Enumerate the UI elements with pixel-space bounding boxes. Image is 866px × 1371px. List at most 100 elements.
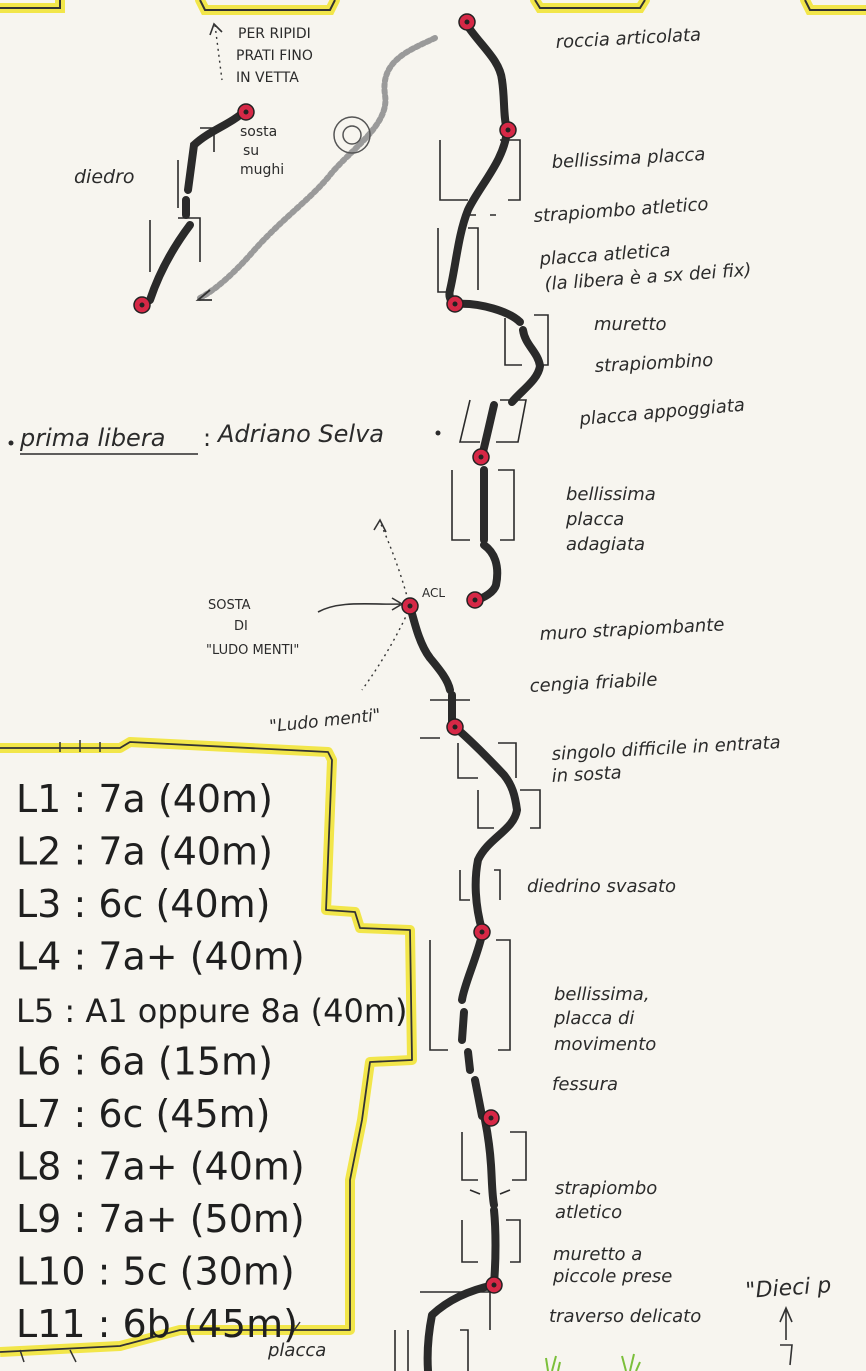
feature-label: traverso delicato xyxy=(549,1306,701,1327)
prima-libera-colon: : xyxy=(203,424,211,452)
prima-libera-name: Adriano Selva xyxy=(216,420,384,448)
belay-station-dot xyxy=(452,724,458,730)
top-note-line-1: PER RIPIDI xyxy=(238,26,311,42)
pitch-separator: : xyxy=(61,777,98,821)
pitch-separator: : xyxy=(86,1302,123,1346)
feature-label: "Dieci p xyxy=(745,1273,832,1304)
prima-libera-note: prima libera : Adriano Selva xyxy=(8,420,441,455)
belay-station-dot xyxy=(407,603,413,609)
pitch-separator: : xyxy=(61,1092,98,1136)
sosta-ludo-3: "LUDO MENTI" xyxy=(206,643,299,658)
belay-stations xyxy=(133,13,517,1294)
prima-libera-label: prima libera xyxy=(19,424,165,452)
pitch-row: L10 : 5c (30m) xyxy=(16,1250,295,1294)
sosta-mughi-1: sosta xyxy=(240,124,277,140)
pitch-id: L5 xyxy=(16,992,54,1030)
belay-station-dot xyxy=(472,597,478,603)
pitch-separator: : xyxy=(61,830,98,874)
feature-label: piccole prese xyxy=(552,1266,672,1287)
pitch-grade: 7a xyxy=(98,777,145,821)
pitch-id: L9 xyxy=(16,1197,61,1241)
pitch-id: L7 xyxy=(16,1092,61,1136)
feature-label: roccia articolata xyxy=(555,24,701,53)
pitch-grade: 5c xyxy=(123,1250,168,1294)
belay-station-dot xyxy=(479,929,485,935)
pitch-row: L2 : 7a (40m) xyxy=(16,830,273,874)
pitch-grade: 7a+ xyxy=(98,1145,177,1189)
feature-label: muretto a xyxy=(553,1244,642,1265)
feature-label: singolo difficile in entrata xyxy=(551,732,781,765)
pitch-grade: 7a+ xyxy=(98,935,177,979)
feature-label: strapiombino xyxy=(594,350,714,377)
belay-station-dot xyxy=(505,127,511,133)
arrow-heads xyxy=(209,22,793,1366)
pitch-length: (40m) xyxy=(146,830,273,874)
pitch-id: L4 xyxy=(16,935,61,979)
acl-label: ACL xyxy=(422,586,445,600)
belay-station-dot xyxy=(452,301,458,307)
belay-station-dot xyxy=(464,19,470,25)
sosta-ludo-2: DI xyxy=(234,619,248,634)
feature-label: diedrino svasato xyxy=(527,876,676,897)
pitch-id: L11 xyxy=(16,1302,86,1346)
pitch-separator: : xyxy=(61,935,98,979)
pitch-grade: 7a+ xyxy=(98,1197,177,1241)
pitch-list: L1 : 7a (40m)L2 : 7a (40m)L3 : 6c (40m)L… xyxy=(16,777,408,1346)
feature-labels: roccia articolata bellissima placca strapi… xyxy=(267,24,832,1361)
feature-label: atletico xyxy=(555,1202,622,1223)
pitch-row: L9 : 7a+ (50m) xyxy=(16,1197,305,1241)
feature-label: bellissima placca xyxy=(551,144,706,173)
pitch-length: (50m) xyxy=(178,1197,305,1241)
main-route xyxy=(406,21,544,1371)
pitch-row: L8 : 7a+ (40m) xyxy=(16,1145,305,1189)
pitch-row: L1 : 7a (40m) xyxy=(16,777,273,821)
pitch-row: L6 : 6a (15m) xyxy=(16,1040,273,1084)
feature-label: fessura xyxy=(552,1074,618,1095)
pitch-length: (45m) xyxy=(171,1302,298,1346)
pitch-separator: : xyxy=(54,992,85,1030)
rock-features xyxy=(394,139,549,1371)
pitch-length: (15m) xyxy=(146,1040,273,1084)
feature-label: strapiombo atletico xyxy=(533,194,709,227)
grass-decoration xyxy=(545,1353,641,1371)
belay-station-dot xyxy=(139,302,145,308)
feature-label: cengia friabile xyxy=(529,669,658,697)
pitch-length: (40m) xyxy=(143,882,270,926)
pitch-id: L8 xyxy=(16,1145,61,1189)
pitch-separator: : xyxy=(61,1040,98,1084)
pitch-separator: : xyxy=(86,1250,123,1294)
feature-label: muro strapiombante xyxy=(539,614,725,645)
pitch-id: L3 xyxy=(16,882,61,926)
annotations: PER RIPIDI PRATI FINO IN VETTA sosta su … xyxy=(8,24,832,1361)
pitch-length: (40m) xyxy=(301,992,408,1030)
feature-label: muretto xyxy=(594,314,667,335)
pitch-row: L7 : 6c (45m) xyxy=(16,1092,271,1136)
pitch-id: L6 xyxy=(16,1040,61,1084)
feature-label: strapiombo xyxy=(555,1178,657,1199)
pitch-length: (30m) xyxy=(168,1250,295,1294)
pitch-length: (40m) xyxy=(146,777,273,821)
pitch-length: (45m) xyxy=(143,1092,270,1136)
belay-station-dot xyxy=(243,109,249,115)
feature-label: placca atletica xyxy=(538,240,671,270)
feature-label: placca xyxy=(565,509,624,530)
pitch-id: L10 xyxy=(16,1250,86,1294)
pitch-row: L5 : A1 oppure 8a (40m) xyxy=(16,992,408,1030)
pitch-id: L1 xyxy=(16,777,61,821)
diedro-label: diedro xyxy=(74,166,135,188)
top-frame-decoration xyxy=(0,0,866,15)
pitch-separator: : xyxy=(61,1197,98,1241)
feature-label: bellissima xyxy=(566,484,656,505)
pitch-grade: A1 oppure 8a xyxy=(85,992,300,1030)
feature-label: placca xyxy=(267,1340,326,1361)
ludo-menti-label: "Ludo menti" xyxy=(268,705,381,737)
pitch-row: L11 : 6b (45m) xyxy=(16,1302,298,1346)
feature-label: adagiata xyxy=(566,534,645,555)
pitch-row: L4 : 7a+ (40m) xyxy=(16,935,305,979)
feature-label: bellissima, xyxy=(554,984,650,1005)
pitch-length: (40m) xyxy=(178,1145,305,1189)
sosta-ludo-1: SOSTA xyxy=(208,598,251,613)
pitch-list-frame xyxy=(0,737,417,1363)
pitch-grade: 6c xyxy=(98,882,143,926)
